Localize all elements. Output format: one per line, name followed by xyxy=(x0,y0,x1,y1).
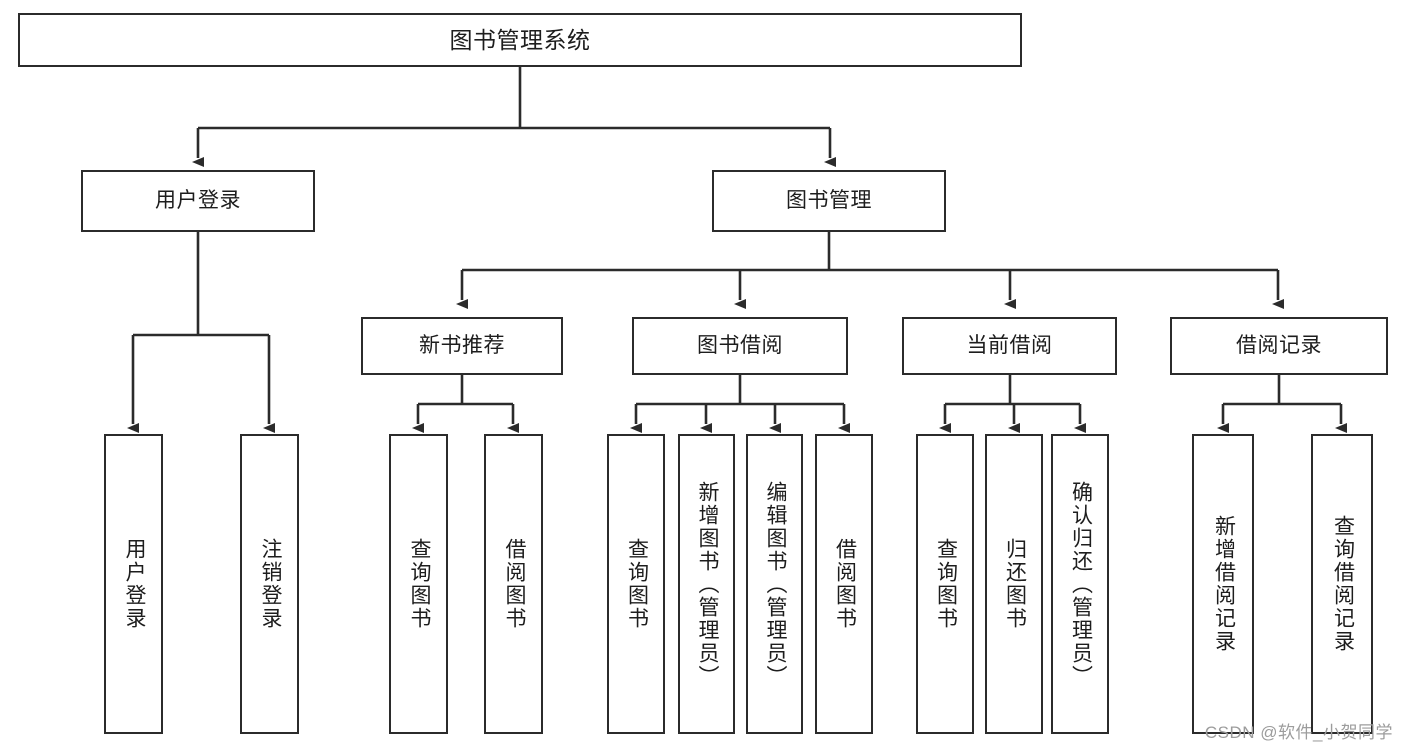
node-root-label: 图书管理系统 xyxy=(449,26,591,53)
node-book-management-label: 图书管理 xyxy=(786,188,872,212)
node-current-borrow-label: 当前借阅 xyxy=(966,333,1053,357)
leaf-user-login-login[interactable]: 用户登录 xyxy=(104,434,163,734)
leaf-label: 注销登录 xyxy=(258,538,282,630)
leaf-label: 确认归还（管理员） xyxy=(1069,480,1093,688)
leaf-label: 用户登录 xyxy=(122,538,146,630)
node-current-borrow[interactable]: 当前借阅 xyxy=(902,317,1117,375)
leaf-current-borrow-return[interactable]: 归还图书 xyxy=(985,434,1043,734)
leaf-label: 查询图书 xyxy=(625,538,649,630)
node-book-management[interactable]: 图书管理 xyxy=(712,170,946,232)
node-book-borrow-label: 图书借阅 xyxy=(697,333,783,357)
leaf-new-book-borrow[interactable]: 借阅图书 xyxy=(484,434,543,734)
leaf-label: 编辑图书（管理员） xyxy=(763,480,787,688)
leaf-new-book-query[interactable]: 查询图书 xyxy=(389,434,448,734)
leaf-label: 查询图书 xyxy=(934,538,958,630)
leaf-current-borrow-query[interactable]: 查询图书 xyxy=(916,434,974,734)
leaf-book-borrow-query[interactable]: 查询图书 xyxy=(607,434,665,734)
node-new-book-recommend[interactable]: 新书推荐 xyxy=(361,317,563,375)
leaf-current-borrow-confirm[interactable]: 确认归还（管理员） xyxy=(1051,434,1109,734)
leaf-book-borrow-add[interactable]: 新增图书（管理员） xyxy=(678,434,735,734)
leaf-borrow-record-add[interactable]: 新增借阅记录 xyxy=(1192,434,1254,734)
leaf-borrow-record-query[interactable]: 查询借阅记录 xyxy=(1311,434,1373,734)
node-borrow-record-label: 借阅记录 xyxy=(1236,333,1322,357)
leaf-label: 查询借阅记录 xyxy=(1331,515,1355,653)
leaf-label: 借阅图书 xyxy=(833,538,857,630)
node-user-login[interactable]: 用户登录 xyxy=(81,170,315,232)
node-new-book-recommend-label: 新书推荐 xyxy=(419,333,505,357)
leaf-label: 查询图书 xyxy=(407,538,431,630)
node-book-borrow[interactable]: 图书借阅 xyxy=(632,317,848,375)
node-borrow-record[interactable]: 借阅记录 xyxy=(1170,317,1388,375)
leaf-label: 新增图书（管理员） xyxy=(695,480,719,688)
node-user-login-label: 用户登录 xyxy=(155,188,241,212)
leaf-label: 新增借阅记录 xyxy=(1212,515,1236,653)
leaf-book-borrow-edit[interactable]: 编辑图书（管理员） xyxy=(746,434,803,734)
leaf-label: 归还图书 xyxy=(1003,538,1027,630)
node-root[interactable]: 图书管理系统 xyxy=(18,13,1022,67)
leaf-user-login-logout[interactable]: 注销登录 xyxy=(240,434,299,734)
leaf-label: 借阅图书 xyxy=(502,538,526,630)
leaf-book-borrow-borrow[interactable]: 借阅图书 xyxy=(815,434,873,734)
